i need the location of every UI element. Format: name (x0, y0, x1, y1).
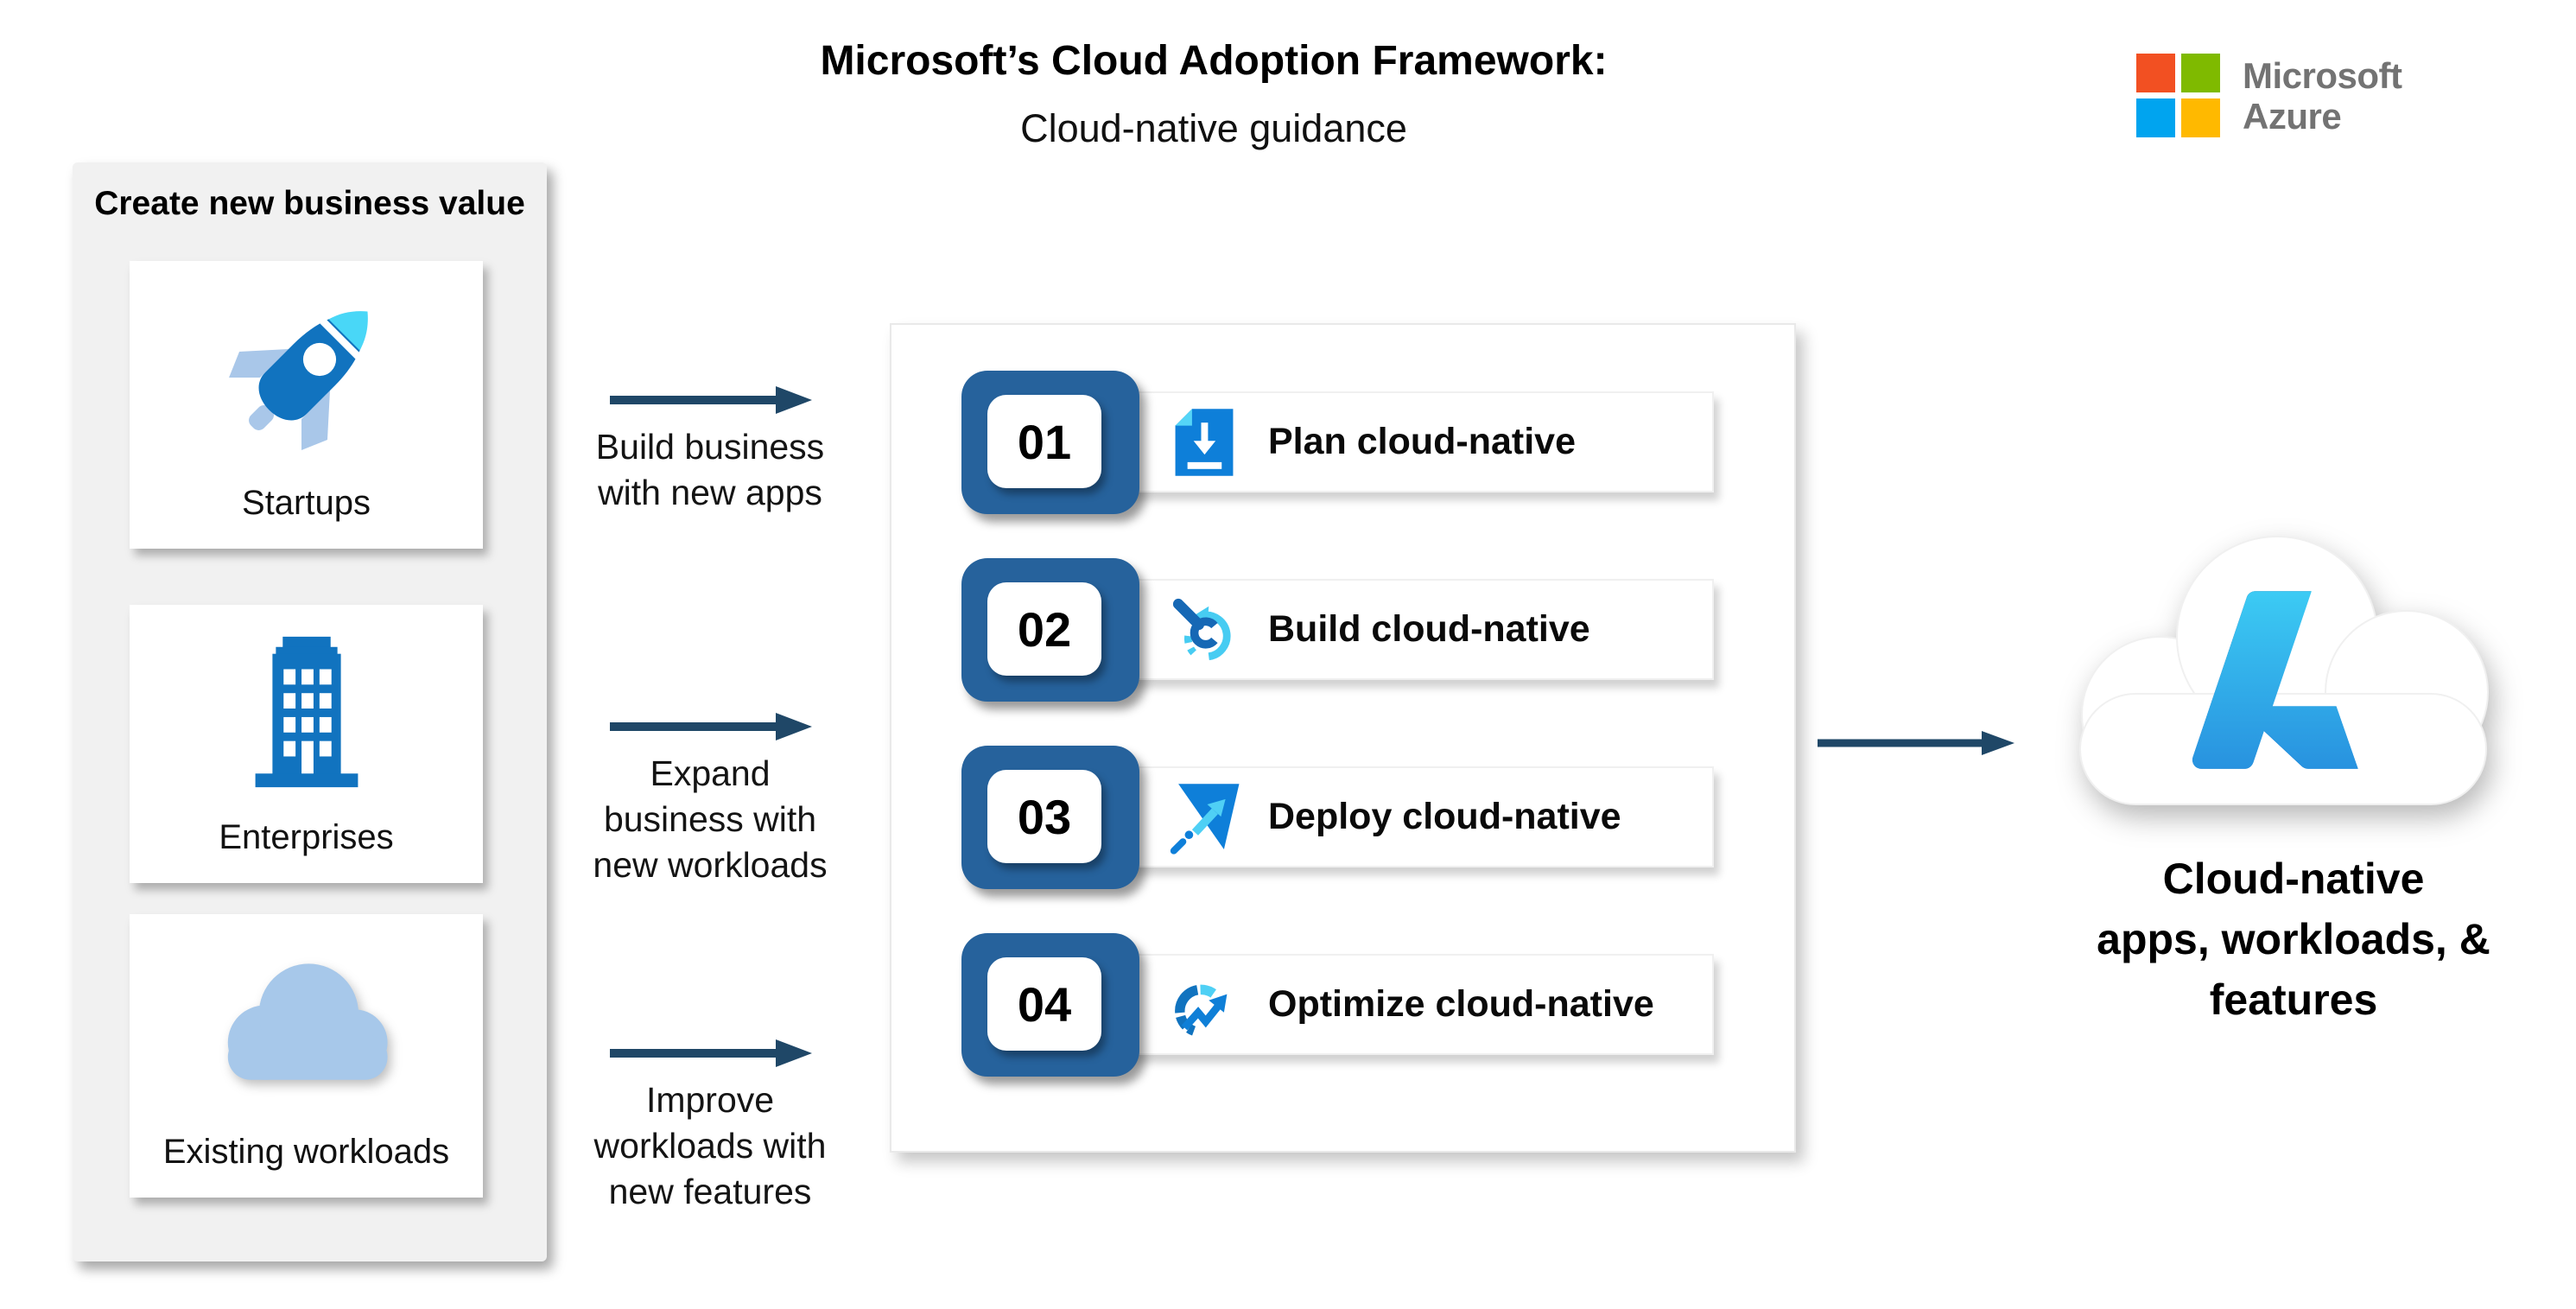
flow-label-line: Expand (650, 753, 771, 793)
step-plan-cloud-native: Plan cloud-native 01 (961, 371, 1714, 514)
step-label: Deploy cloud-native (1268, 796, 1621, 837)
step-label: Build cloud-native (1268, 608, 1590, 650)
step-number-plate: 01 (987, 395, 1101, 488)
flow-label-line: Improve (645, 1080, 775, 1120)
step-number: 03 (1017, 789, 1072, 844)
result-caption-line: features (2209, 975, 2378, 1024)
step-number: 04 (1017, 976, 1072, 1032)
flow-label: Expand business with new workloads (555, 751, 866, 888)
step-number-badge: 02 (961, 558, 1139, 702)
ms-square-red (2136, 54, 2175, 92)
page-title: Microsoft’s Cloud Adoption Framework: Cl… (734, 36, 1693, 152)
gauge-optimize-icon (1175, 984, 1228, 1036)
result-caption-line: apps, workloads, & (2097, 915, 2490, 963)
create-business-value-panel: Create new business value Startups (73, 162, 547, 1261)
step-number: 01 (1017, 414, 1072, 469)
result-arrow-icon (1818, 731, 2014, 755)
flow-label-line: business with (603, 799, 817, 839)
card-startups: Startups (130, 261, 483, 549)
step-number-plate: 04 (987, 957, 1101, 1051)
title-line-2: Cloud-native guidance (1020, 106, 1407, 150)
card-label: Existing workloads (162, 1133, 450, 1171)
flow-label-line: workloads with (593, 1126, 827, 1166)
step-label: Plan cloud-native (1268, 421, 1577, 462)
brand-line-azure: Azure (2243, 95, 2342, 137)
step-number: 02 (1017, 601, 1072, 657)
step-label: Optimize cloud-native (1268, 983, 1654, 1025)
ms-square-yellow (2181, 98, 2220, 137)
card-existing-workloads: Existing workloads (130, 914, 483, 1198)
brand-wordmark: Microsoft Azure (2243, 55, 2402, 137)
flow-arrow-icon (610, 386, 812, 414)
step-number-badge: 01 (961, 371, 1139, 514)
cloud-icon (130, 914, 483, 1133)
ms-square-green (2181, 54, 2220, 92)
result-caption: Cloud-native apps, workloads, & features (2013, 848, 2574, 1030)
step-deploy-cloud-native: Deploy cloud-native 03 (961, 746, 1714, 889)
step-bar: Optimize cloud-native (1068, 954, 1714, 1055)
deploy-arrow-icon (1170, 783, 1240, 855)
step-bar: Build cloud-native (1068, 579, 1714, 680)
wrench-sync-icon (1172, 598, 1231, 660)
card-enterprises: Enterprises (130, 605, 483, 883)
flow-build-business: Build business with new apps (555, 383, 866, 516)
flow-label-line: Build business (595, 427, 825, 467)
flow-label: Build business with new apps (555, 424, 866, 516)
title-line-1: Microsoft’s Cloud Adoption Framework: (820, 38, 1608, 84)
brand-line-microsoft: Microsoft (2243, 54, 2402, 96)
flow-improve-workloads: Improve workloads with new features (555, 1036, 866, 1215)
flow-label: Improve workloads with new features (555, 1077, 866, 1215)
step-bar: Plan cloud-native (1068, 391, 1714, 492)
ms-square-blue (2136, 98, 2175, 137)
microsoft-logo-icon (2136, 54, 2220, 137)
step-build-cloud-native: Build cloud-native 02 (961, 558, 1714, 702)
step-number-badge: 03 (961, 746, 1139, 889)
card-label: Enterprises (219, 818, 394, 856)
result-caption-line: Cloud-native (2162, 855, 2425, 903)
flow-arrow-icon (610, 1039, 812, 1067)
azure-a-logo-icon (2192, 591, 2358, 769)
flow-label-line: with new apps (598, 473, 822, 512)
flow-label-line: new workloads (593, 845, 828, 885)
microsoft-azure-logo: Microsoft Azure (2136, 54, 2402, 137)
step-bar: Deploy cloud-native (1068, 766, 1714, 867)
flow-expand-business: Expand business with new workloads (555, 709, 866, 888)
left-panel-header: Create new business value (94, 185, 525, 222)
step-number-plate: 02 (987, 582, 1101, 676)
document-download-icon (1175, 408, 1234, 476)
step-number-badge: 04 (961, 933, 1139, 1077)
flow-arrow-icon (610, 713, 812, 740)
step-optimize-cloud-native: Optimize cloud-native 04 (961, 933, 1714, 1077)
building-icon (130, 605, 483, 818)
flow-label-line: new features (608, 1172, 812, 1211)
rocket-icon (130, 261, 483, 484)
step-number-plate: 03 (987, 770, 1101, 863)
card-label: Startups (242, 484, 371, 522)
